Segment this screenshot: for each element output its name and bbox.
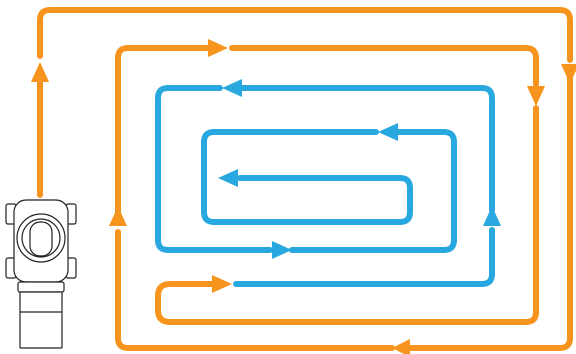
arrow-up-second-loop <box>109 206 127 226</box>
arrow-left-top-spiral <box>222 79 242 97</box>
tractor-icon <box>6 200 76 348</box>
inner-route-spiral <box>158 88 492 284</box>
arrow-down-second-loop <box>527 86 545 106</box>
inner-route <box>158 79 501 284</box>
arrow-left-center-spiral <box>218 169 238 187</box>
arrow-up-left-edge <box>31 62 49 82</box>
arrow-up-right-spiral <box>483 206 501 226</box>
arrow-left-mid-spiral <box>378 123 398 141</box>
arrow-right-inner-link <box>212 275 232 293</box>
arrow-right-second-loop <box>208 39 228 57</box>
tractor-mower-deck <box>20 292 62 348</box>
tractor-seat <box>30 222 52 256</box>
tractor-hitch <box>18 282 64 292</box>
arrow-right-bottom-spiral <box>272 241 292 259</box>
arrow-left-bottom-edge <box>392 339 410 354</box>
